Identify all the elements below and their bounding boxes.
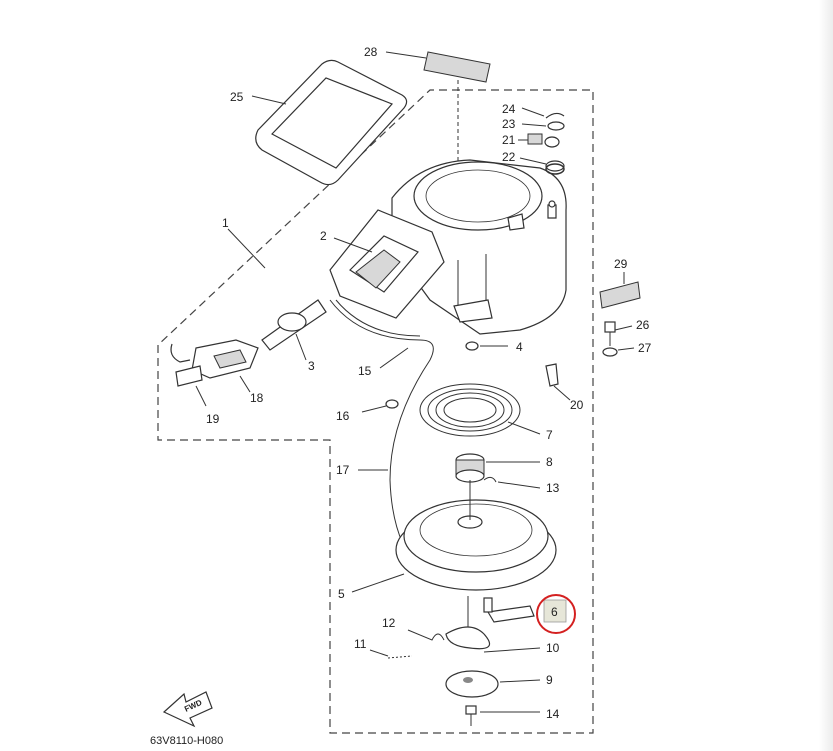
highlight-circle <box>536 594 576 634</box>
parts-15-17-rope <box>329 299 434 571</box>
callout-21: 21 <box>502 133 516 147</box>
callout-28: 28 <box>364 45 378 59</box>
callout-10: 10 <box>546 641 560 655</box>
part-20-pawl <box>545 363 571 401</box>
callout-18: 18 <box>250 391 264 405</box>
callout-6: 6 <box>551 605 558 619</box>
callout-14: 14 <box>546 707 560 721</box>
callout-13: 13 <box>546 481 560 495</box>
right-edge-shadow <box>819 0 833 751</box>
highlight-box <box>543 599 567 623</box>
callout-1: 1 <box>222 216 229 230</box>
part-25-gasket <box>251 59 408 186</box>
callout-29: 29 <box>614 257 628 271</box>
callout-4: 4 <box>516 340 523 354</box>
callout-12: 12 <box>382 616 396 630</box>
callout-27: 27 <box>638 341 652 355</box>
parts-9-14-plate-bolt <box>445 670 541 726</box>
group-boundary-1 <box>157 89 594 734</box>
part-5-pulley <box>351 480 557 593</box>
callout-17: 17 <box>336 463 350 477</box>
callout-25: 25 <box>230 90 244 104</box>
callout-5: 5 <box>338 587 345 601</box>
fwd-arrow-icon: FWD <box>162 691 213 728</box>
callout-20: 20 <box>570 398 584 412</box>
callout-24: 24 <box>502 102 516 116</box>
callout-9: 9 <box>546 673 553 687</box>
callout-8: 8 <box>546 455 553 469</box>
part-16-bolt <box>361 399 399 413</box>
parts-21-24-fasteners <box>518 107 565 175</box>
callout-3: 3 <box>308 359 315 373</box>
callout-7: 7 <box>546 428 553 442</box>
parts-8-13-bushing-clip <box>455 453 541 489</box>
part-4-bolt <box>465 341 508 351</box>
group-boundary-1-leader <box>227 228 266 269</box>
parts-6-10-11-12 <box>369 596 541 659</box>
parts-26-27-bolt-washer <box>602 321 635 357</box>
callout-15: 15 <box>358 364 372 378</box>
parts-3-18-19-handle-assembly <box>170 299 327 407</box>
callout-16: 16 <box>336 409 350 423</box>
callout-2: 2 <box>320 229 327 243</box>
callout-26: 26 <box>636 318 650 332</box>
part-1-starter-case <box>329 159 567 335</box>
callout-19: 19 <box>206 412 220 426</box>
part-7-spiral-spring <box>419 383 541 437</box>
callout-23: 23 <box>502 117 516 131</box>
diagram-code: 63V8110-H080 <box>150 735 223 747</box>
callout-11: 11 <box>354 637 367 651</box>
callout-22: 22 <box>502 150 516 164</box>
part-29-decal <box>599 272 641 309</box>
